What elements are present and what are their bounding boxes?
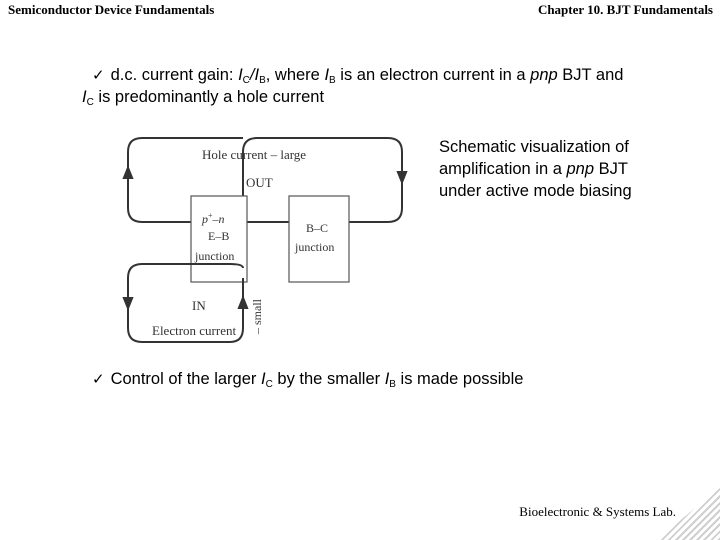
symbol-slash: /: [249, 66, 255, 84]
subscript: B: [329, 75, 336, 86]
subscript: C: [265, 379, 273, 390]
bullet-current-gain: ✓d.c. current gain: IC/IB, where IB is a…: [82, 64, 712, 108]
bc-junction-box: [288, 195, 350, 283]
header-chapter-title: Chapter 10. BJT Fundamentals: [537, 2, 713, 17]
subscript: C: [86, 97, 94, 108]
symbol-i: I: [238, 66, 243, 84]
symbol-i: I: [261, 370, 266, 388]
diagram-caption: Schematic visualization of amplification…: [439, 136, 679, 202]
text-segment: Control of the larger: [110, 370, 261, 388]
symbol-i: I: [254, 66, 260, 84]
subscript: B: [259, 75, 266, 86]
out-label: OUT: [246, 175, 273, 190]
symbol-i: I: [324, 66, 330, 84]
subscript: B: [389, 379, 396, 390]
small-label: – small: [250, 298, 264, 335]
bc-label: B–C: [306, 221, 328, 235]
caption-line: BJT: [594, 160, 628, 178]
text-segment: by the smaller: [272, 370, 385, 388]
text-segment: is made possible: [395, 370, 524, 388]
text-segment: is an electron current in a: [335, 66, 531, 84]
symbol-i: I: [384, 370, 390, 388]
bc-junction-label: junction: [294, 240, 334, 254]
text-segment: is predominantly a hole current: [93, 88, 325, 106]
hole-current-label: Hole current – large: [202, 147, 306, 162]
hole-current-loop-return: [127, 137, 403, 223]
checkmark-icon: ✓: [92, 370, 105, 388]
pnp-italic: pnp: [566, 160, 595, 178]
electron-current-label: Electron current: [152, 323, 236, 338]
footer-lab-name: Bioelectronic & Systems Lab.: [519, 504, 676, 519]
caption-line: amplification in a: [439, 160, 567, 178]
text-segment: , where: [265, 66, 325, 84]
hole-current-loop: [242, 137, 403, 214]
subscript: C: [242, 75, 250, 86]
checkmark-icon: ✓: [92, 66, 105, 84]
pnp-amplification-diagram: Hole current – large OUT p+–n E–B juncti…: [122, 137, 408, 343]
caption-line: Schematic visualization of: [439, 138, 629, 156]
caption-line: under active mode biasing: [439, 182, 632, 200]
symbol-i: I: [82, 88, 87, 106]
pnp-italic: pnp: [530, 66, 558, 84]
header-course-title: Semiconductor Device Fundamentals: [8, 2, 215, 17]
electron-current-loop: [127, 263, 244, 343]
eb-junction-box: [190, 195, 248, 283]
text-segment: d.c. current gain:: [110, 66, 239, 84]
eb-label: E–B: [208, 229, 229, 243]
text-segment: BJT and: [557, 66, 624, 84]
in-label: IN: [192, 298, 206, 313]
bullet-control: ✓Control of the larger IC by the smaller…: [92, 368, 523, 390]
eb-junction-label: junction: [194, 249, 234, 263]
eb-pn-label: p+–n: [201, 211, 225, 226]
